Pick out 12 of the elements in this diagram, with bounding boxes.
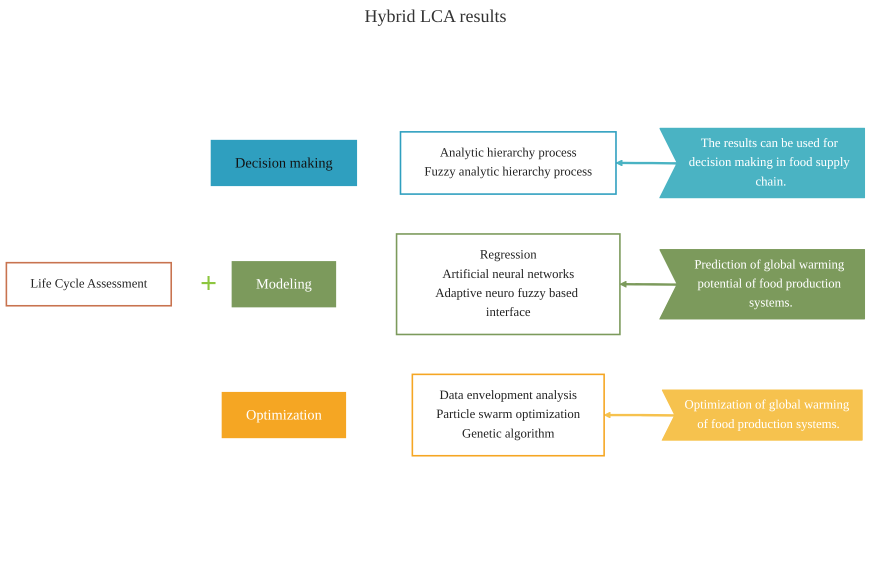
- arrow: [604, 412, 676, 419]
- node-box: Analytic hierarchy process Fuzzy analytic hierarchy process: [400, 131, 617, 195]
- arrow: [616, 159, 678, 166]
- plus-sign: +: [200, 267, 218, 301]
- node-box: Regression Artificial neural networks Adaptive neuro fuzzy based interface: [396, 233, 621, 336]
- node-box: Life Cycle Assessment: [6, 262, 172, 307]
- arrow: [620, 280, 678, 288]
- node-box: Decision making: [210, 140, 358, 186]
- node-box: Optimization: [222, 392, 346, 438]
- node-box: Modeling: [232, 261, 336, 308]
- title: Hybrid LCA results: [364, 6, 508, 27]
- node-box: Data envelopment analysis Particle swarm optimization Genetic algorithm: [412, 374, 605, 457]
